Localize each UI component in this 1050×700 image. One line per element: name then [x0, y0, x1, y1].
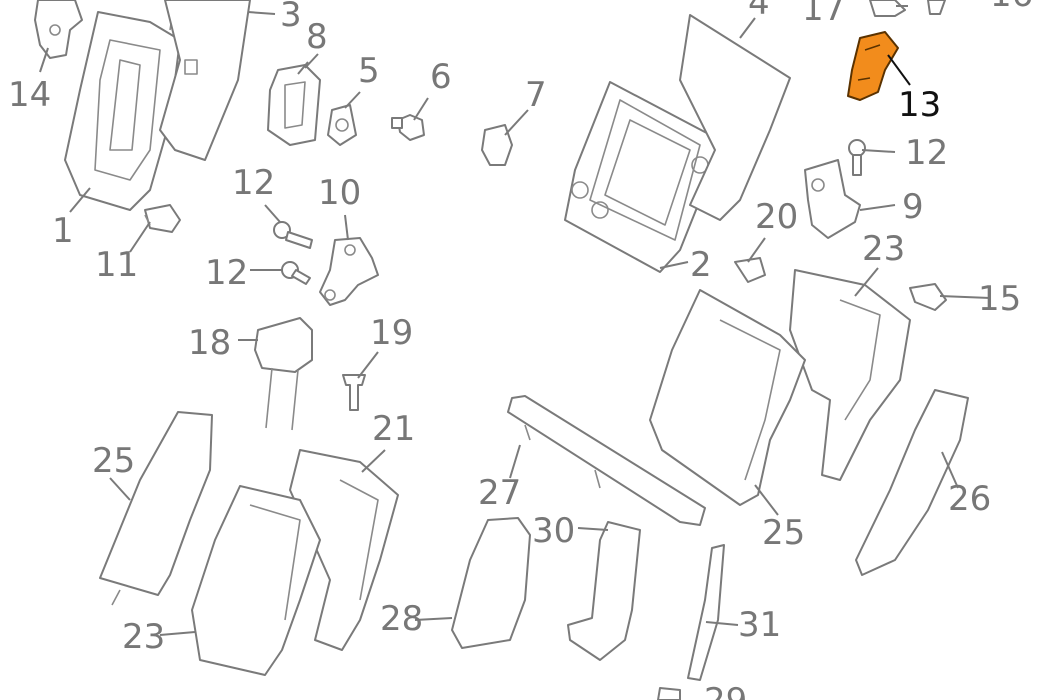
callout-8[interactable]: 8: [306, 17, 328, 57]
callout-14[interactable]: 13: [898, 85, 941, 125]
part-31-bracket[interactable]: [567, 521, 641, 661]
callout-6[interactable]: 6: [430, 57, 452, 97]
part-32-rail[interactable]: [687, 544, 725, 681]
part-21-clip[interactable]: [734, 257, 766, 283]
part-24-seat-cushion-left[interactable]: [191, 485, 321, 676]
callout-31[interactable]: 30: [532, 511, 575, 551]
part-26-side-panel-left[interactable]: [99, 411, 213, 606]
callout-12-left[interactable]: 12: [232, 163, 275, 203]
callout-29[interactable]: 28: [380, 599, 423, 639]
part-16-clip[interactable]: [909, 283, 947, 311]
part-11-clip[interactable]: [144, 204, 181, 233]
part-12-bolt-left[interactable]: [273, 221, 313, 249]
part-27-side-panel[interactable]: [855, 389, 969, 576]
callout-1[interactable]: 1: [52, 211, 74, 251]
part-2-seatback-frame-right[interactable]: [564, 81, 721, 273]
callout-10[interactable]: 10: [318, 173, 361, 213]
part-23-seatback-cover[interactable]: [789, 269, 911, 481]
callout-16[interactable]: 15: [978, 279, 1021, 319]
callout-24[interactable]: 23: [122, 617, 165, 657]
part-5-grommet[interactable]: [327, 104, 357, 146]
callout-3[interactable]: 3: [280, 0, 302, 35]
callout-19[interactable]: 18: [188, 323, 231, 363]
part-12-bolt-right[interactable]: [848, 139, 866, 176]
part-4-back-panel-right[interactable]: [679, 14, 791, 221]
part-29-armrest[interactable]: [451, 517, 531, 649]
part-25-seat-cushion[interactable]: [649, 289, 806, 506]
part-10-hinge-bracket[interactable]: [319, 237, 379, 306]
part-8-cover[interactable]: [267, 64, 321, 146]
callout-22[interactable]: 21: [372, 409, 415, 449]
callout-28[interactable]: 27: [478, 473, 521, 513]
callout-27[interactable]: 26: [948, 479, 991, 519]
callout-labels: 14 1 3 8 5 6 7 4 17 16 13 12 10 11 12 12…: [8, 0, 1033, 700]
part-14-highlighted[interactable]: [847, 31, 899, 101]
part-20-guide-pin[interactable]: [342, 374, 366, 411]
callout-13[interactable]: 12: [205, 253, 248, 293]
part-18-bolt[interactable]: [869, 0, 906, 17]
callout-7[interactable]: 7: [525, 75, 547, 115]
callout-15[interactable]: 14: [8, 75, 51, 115]
callout-17[interactable]: 16: [990, 0, 1033, 15]
callout-11[interactable]: 11: [95, 245, 138, 285]
part-3-back-panel[interactable]: [159, 0, 251, 161]
part-30-clip[interactable]: [657, 687, 681, 700]
part-9-bracket[interactable]: [804, 159, 861, 239]
callout-9[interactable]: 9: [902, 187, 924, 227]
part-28-frame-bar[interactable]: [507, 395, 706, 526]
callout-4[interactable]: 4: [748, 0, 770, 23]
callout-5[interactable]: 5: [358, 51, 380, 91]
part-19-headrest[interactable]: [254, 317, 313, 431]
callout-21[interactable]: 20: [755, 197, 798, 237]
part-13-screw[interactable]: [281, 261, 311, 285]
callout-2[interactable]: 2: [690, 245, 712, 285]
part-17-clip[interactable]: [927, 0, 946, 15]
part-1-seatback-frame[interactable]: [64, 0, 181, 211]
callout-30[interactable]: 29: [704, 681, 747, 700]
leader-lines: [39, 5, 991, 636]
callout-25[interactable]: 25: [762, 513, 805, 553]
part-7-clip[interactable]: [481, 124, 513, 166]
callout-12-right[interactable]: 12: [905, 133, 948, 173]
part-6-bolt[interactable]: [391, 114, 425, 141]
callout-26[interactable]: 25: [92, 441, 135, 481]
callout-32[interactable]: 31: [738, 605, 781, 645]
callout-23[interactable]: 23: [862, 229, 905, 269]
callout-20[interactable]: 19: [370, 313, 413, 353]
part-15-bracket[interactable]: [34, 0, 83, 59]
callout-18[interactable]: 17: [802, 0, 845, 29]
